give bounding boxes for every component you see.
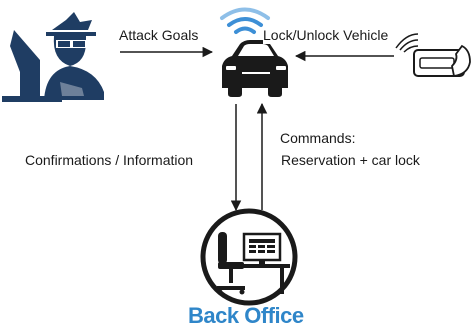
back-office-title: Back Office xyxy=(188,303,304,328)
wifi-signal-icon xyxy=(220,7,270,34)
confirmations-label: Confirmations / Information xyxy=(25,152,194,168)
connected-car-icon xyxy=(222,40,288,97)
attack-goals-label: Attack Goals xyxy=(119,27,199,43)
commands-detail-label: Reservation + car lock xyxy=(281,152,420,168)
lock-unlock-label: Lock/Unlock Vehicle xyxy=(263,27,391,44)
hacker-icon xyxy=(2,12,104,102)
back-office-workstation-icon xyxy=(200,208,298,306)
contactless-card-key-icon xyxy=(395,33,471,78)
commands-label: Commands: xyxy=(280,130,356,146)
